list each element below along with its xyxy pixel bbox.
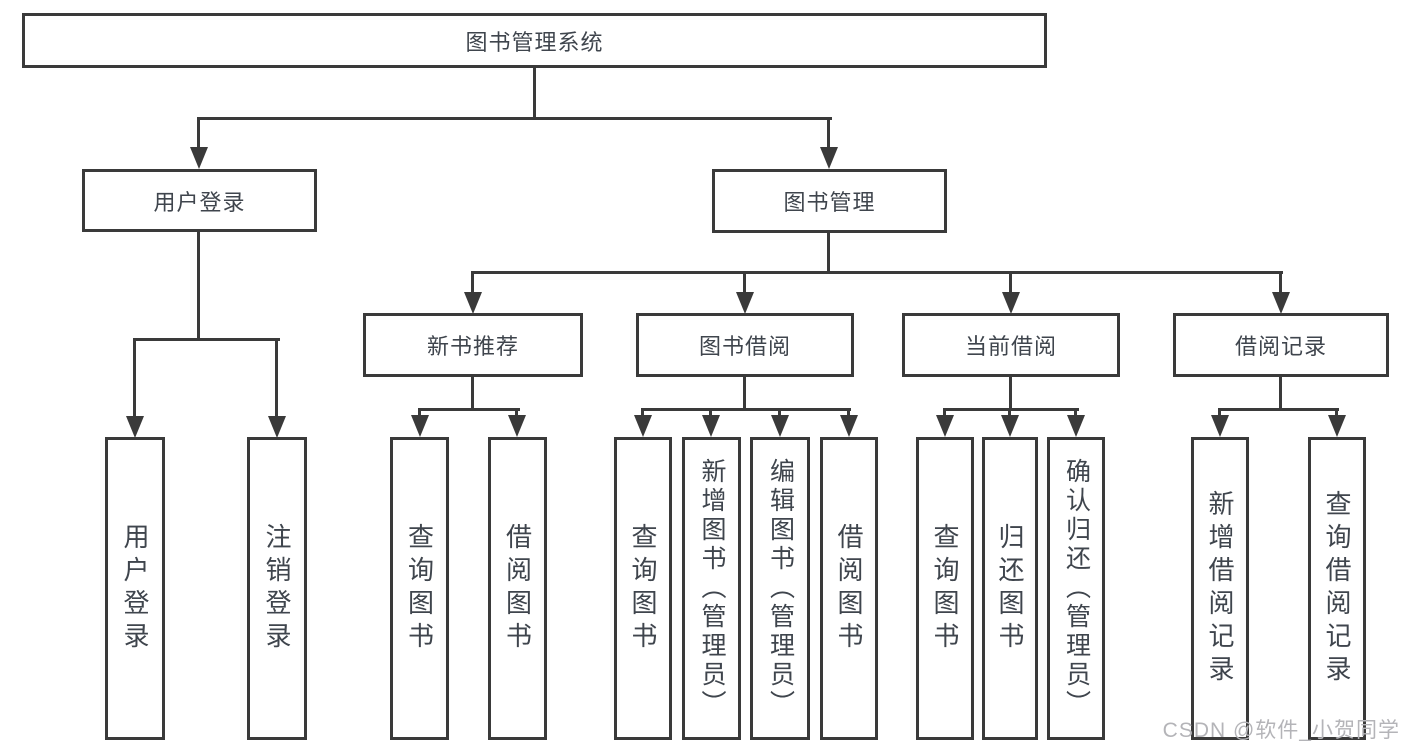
node-current-borrowing: 当前借阅 — [902, 313, 1120, 377]
leaf-label: 新增借阅记录 — [1205, 489, 1235, 688]
connector-line — [1218, 408, 1339, 411]
connector-line — [778, 408, 781, 417]
leaf-label: 查询图书 — [930, 522, 960, 655]
arrow-down-icon — [1001, 415, 1019, 437]
leaf-label: 确认归还（管理员） — [1062, 458, 1091, 719]
connector-line — [827, 231, 830, 273]
connector-line — [1218, 408, 1221, 417]
connector-line — [1009, 375, 1012, 411]
arrow-down-icon — [1328, 415, 1346, 437]
connector-line — [471, 271, 474, 294]
arrow-down-icon — [190, 147, 208, 169]
arrow-down-icon — [634, 415, 652, 437]
arrow-down-icon — [411, 415, 429, 437]
arrow-down-icon — [820, 147, 838, 169]
connector-line — [1279, 375, 1282, 411]
connector-line — [1008, 408, 1011, 417]
leaf-edit-books-admin: 编辑图书（管理员） — [750, 437, 810, 740]
connector-line — [197, 117, 200, 150]
connector-line — [743, 271, 746, 294]
leaf-query-borrow-record: 查询借阅记录 — [1308, 437, 1366, 740]
connector-line — [1335, 408, 1338, 417]
arrow-down-icon — [702, 415, 720, 437]
node-user-login: 用户登录 — [82, 169, 317, 232]
arrow-down-icon — [1067, 415, 1085, 437]
leaf-label: 用户登录 — [120, 522, 150, 655]
connector-line — [1074, 408, 1077, 417]
arrow-down-icon — [1002, 292, 1020, 314]
arrow-down-icon — [126, 416, 144, 438]
connector-line — [134, 338, 280, 341]
connector-line — [1009, 271, 1012, 294]
leaf-return-books: 归还图书 — [982, 437, 1038, 740]
leaf-label: 借阅图书 — [502, 522, 533, 655]
connector-line — [197, 230, 200, 340]
arrow-down-icon — [771, 415, 789, 437]
leaf-add-borrow-record: 新增借阅记录 — [1191, 437, 1249, 740]
connector-line — [943, 408, 1079, 411]
node-borrowing-records: 借阅记录 — [1173, 313, 1389, 377]
leaf-borrow-books-recommend: 借阅图书 — [488, 437, 547, 740]
connector-line — [515, 408, 518, 417]
connector-line — [943, 408, 946, 417]
connector-line — [641, 408, 851, 411]
connector-line — [533, 68, 536, 120]
leaf-label: 编辑图书（管理员） — [766, 458, 795, 719]
arrow-down-icon — [268, 416, 286, 438]
connector-line — [198, 117, 832, 120]
leaf-label: 查询借阅记录 — [1322, 489, 1352, 688]
leaf-label: 查询图书 — [404, 522, 435, 655]
leaf-label: 归还图书 — [995, 522, 1025, 655]
arrow-down-icon — [736, 292, 754, 314]
leaf-query-books-current: 查询图书 — [916, 437, 974, 740]
arrow-down-icon — [508, 415, 526, 437]
node-root-library-management-system: 图书管理系统 — [22, 13, 1047, 68]
connector-line — [471, 375, 474, 411]
leaf-label: 查询图书 — [628, 522, 658, 655]
connector-line — [827, 117, 830, 150]
node-book-management: 图书管理 — [712, 169, 947, 233]
connector-line — [275, 338, 278, 418]
arrow-down-icon — [464, 292, 482, 314]
node-book-borrowing: 图书借阅 — [636, 313, 854, 377]
connector-line — [847, 408, 850, 417]
connector-line — [418, 408, 520, 411]
csdn-watermark: CSDN @软件_小贺同学 — [1162, 719, 1400, 742]
leaf-query-books-recommend: 查询图书 — [390, 437, 449, 740]
arrow-down-icon — [1211, 415, 1229, 437]
node-new-book-recommend: 新书推荐 — [363, 313, 583, 377]
connector-line — [133, 338, 136, 418]
connector-line — [743, 375, 746, 411]
arrow-down-icon — [936, 415, 954, 437]
connector-line — [471, 271, 1283, 274]
connector-line — [709, 408, 712, 417]
leaf-label: 借阅图书 — [834, 522, 864, 655]
leaf-label: 注销登录 — [262, 522, 292, 655]
arrow-down-icon — [840, 415, 858, 437]
leaf-add-books-admin: 新增图书（管理员） — [682, 437, 741, 740]
leaf-borrow-books-borrow: 借阅图书 — [820, 437, 878, 740]
leaf-user-login: 用户登录 — [105, 437, 165, 740]
leaf-confirm-return-admin: 确认归还（管理员） — [1047, 437, 1105, 740]
leaf-query-books-borrow: 查询图书 — [614, 437, 672, 740]
connector-line — [641, 408, 644, 417]
leaf-logout-login: 注销登录 — [247, 437, 307, 740]
leaf-label: 新增图书（管理员） — [698, 458, 726, 719]
arrow-down-icon — [1272, 292, 1290, 314]
connector-line — [418, 408, 421, 417]
connector-line — [1279, 271, 1282, 294]
